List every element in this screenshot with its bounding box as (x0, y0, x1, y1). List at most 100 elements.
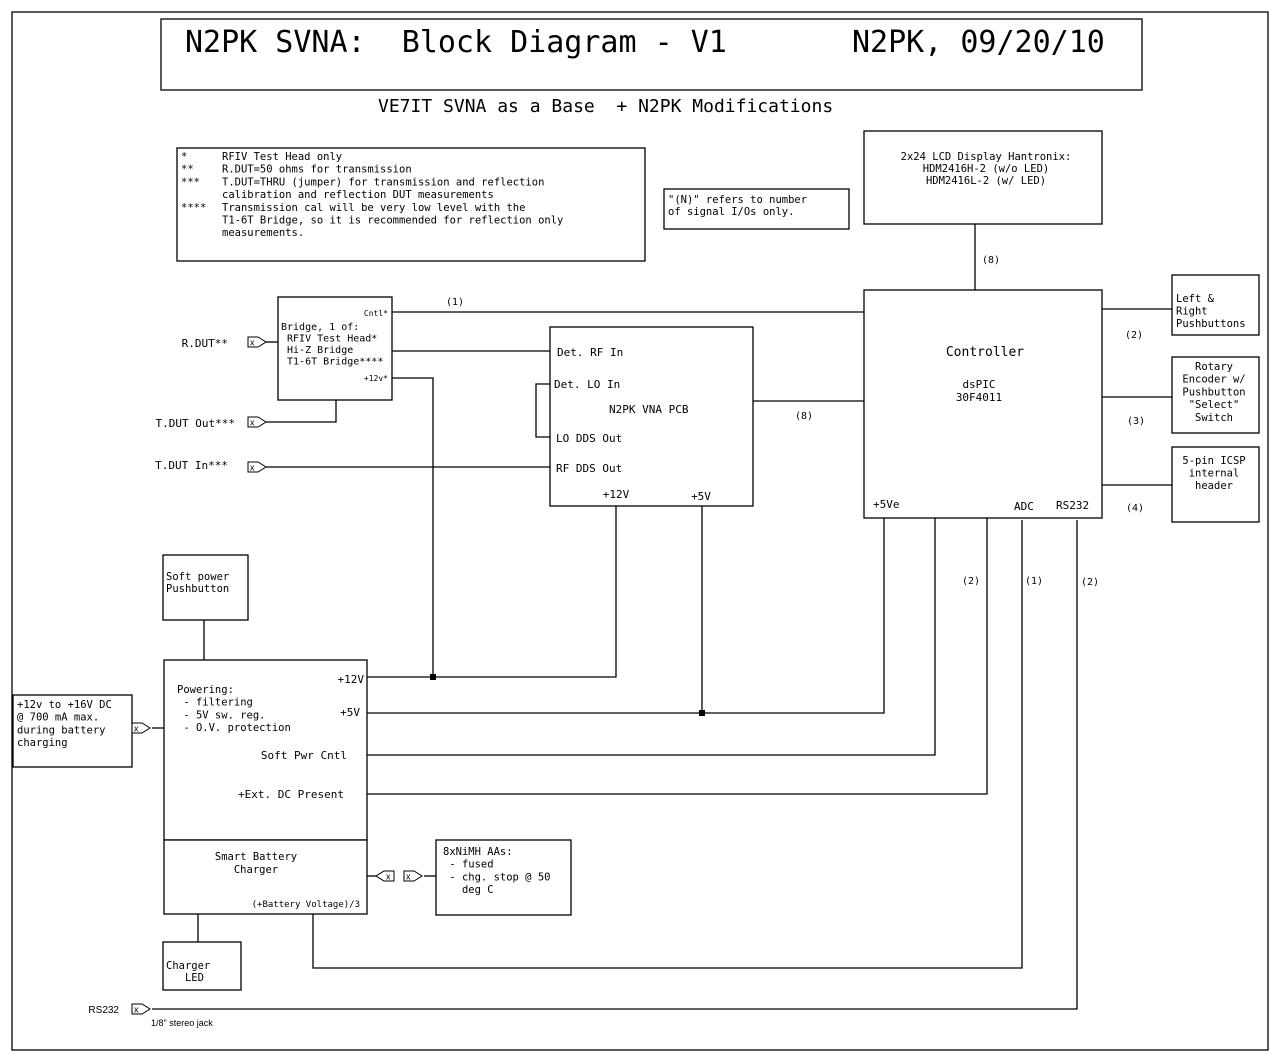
batteries-line: deg C (443, 884, 494, 896)
powering-port-soft-pwr: Soft Pwr Cntl (261, 749, 347, 762)
lcd-display-label: 2x24 LCD Display Hantronix:HDM2416H-2 (w… (901, 151, 1072, 187)
io-note-box (663, 188, 850, 230)
charger-led-line: LED (166, 972, 204, 984)
footnote-text: calibration and reflection DUT measureme… (222, 189, 494, 201)
bridge-port-cntl: Cntl* (364, 309, 388, 318)
connector-r-dut[interactable]: x (247, 336, 267, 348)
soft-power-line: Pushbutton (166, 583, 229, 595)
controller-chip-line-2: 30F4011 (956, 391, 1002, 404)
connector-battery[interactable]: x (403, 870, 423, 882)
count-pushbuttons: (2) (1125, 330, 1143, 341)
wires (152, 224, 1172, 1010)
connector-x-mark: x (250, 463, 255, 473)
encoder-line: Rotary (1195, 361, 1233, 373)
smart-battery-charger-block[interactable] (163, 839, 368, 915)
rotary-encoder-block[interactable] (1171, 356, 1260, 434)
wire-adc (312, 520, 1023, 969)
charger-port-vbat: (+Battery Voltage)/3 (252, 900, 360, 910)
icsp-line: header (1195, 480, 1233, 492)
lcd-line: HDM2416L-2 (w/ LED) (926, 175, 1046, 187)
batteries-block[interactable] (435, 839, 572, 916)
bridge-line: Bridge, 1 of: (281, 322, 359, 333)
icsp-header-block[interactable] (1171, 446, 1260, 523)
footnote-mark: * (181, 151, 187, 163)
footnote-text: T.DUT=THRU (jumper) for transmission and… (222, 176, 544, 188)
bridge-label: Bridge, 1 of: RFIV Test Head* Hi-Z Bridg… (281, 322, 383, 368)
vna-pcb-block[interactable] (549, 326, 754, 507)
lcd-display-block[interactable] (863, 130, 1103, 225)
connector-x-mark: x (134, 724, 139, 734)
pushbuttons-line: Left & (1176, 293, 1215, 305)
wire-5v-rail (367, 518, 885, 714)
dc-input-line: +12v to +16V DC (17, 699, 112, 711)
count-icsp: (4) (1126, 503, 1144, 514)
powering-line: Powering: (177, 684, 234, 696)
dc-input-line: charging (17, 737, 68, 749)
bridge-line: RFIV Test Head* (281, 334, 377, 345)
dc-input-label: +12v to +16V DC@ 700 mA max.during batte… (17, 699, 112, 749)
pushbuttons-line: Pushbuttons (1176, 318, 1246, 330)
soft-power-line: Soft power (166, 571, 229, 583)
powering-line: - O.V. protection (177, 722, 291, 734)
powering-line: - 5V sw. reg. (177, 709, 266, 721)
connector-t-dut-in[interactable]: x (247, 461, 267, 473)
lcd-line: HDM2416H-2 (w/o LED) (923, 163, 1049, 175)
charger-led-label: Charger LED (166, 960, 210, 984)
bridge-line: T1-6T Bridge**** (281, 357, 383, 368)
author-date: N2PK, 09/20/10 (852, 25, 1105, 60)
footnote-text: R.DUT=50 ohms for transmission (222, 164, 412, 176)
connector-x-mark: x (386, 872, 391, 882)
connector-charger-battery[interactable]: x (375, 870, 395, 882)
count-lcd-bus: (8) (982, 255, 1000, 266)
connector-x-mark: x (406, 872, 411, 882)
connector-t-dut-out[interactable]: x (247, 416, 267, 428)
dc-input-line: during battery (17, 724, 106, 736)
wire-lo-loop (535, 383, 550, 438)
controller-block[interactable] (863, 289, 1103, 519)
wire-rs232 (152, 520, 1078, 1010)
io-note-line: of signal I/Os only. (668, 206, 794, 218)
bridge-line: Hi-Z Bridge (281, 345, 353, 356)
footnote-text: Transmission cal will be very low level … (222, 202, 525, 214)
page-frame (11, 11, 1269, 1051)
soft-power-pushbutton-block[interactable] (162, 554, 249, 621)
controller-title: Controller (946, 345, 1024, 360)
pushbuttons-block[interactable] (1171, 274, 1260, 336)
connector-rs232[interactable]: x (131, 1003, 151, 1015)
count-adc: (1) (1025, 576, 1043, 587)
rs232-jack-note: 1/8" stereo jack (151, 1018, 213, 1028)
vna-port-lo-dds-out: LO DDS Out (556, 432, 622, 445)
charger-led-block[interactable] (162, 941, 242, 991)
encoder-line: "Select" (1189, 399, 1240, 411)
footnote-mark: ** (181, 164, 194, 176)
vna-port-det-rf-in: Det. RF In (557, 346, 623, 359)
junction-dot (430, 674, 436, 680)
controller-chip-line-1: dsPIC (962, 378, 995, 391)
bridge-block[interactable] (277, 296, 393, 401)
encoder-line: Encoder w/ (1182, 374, 1245, 386)
count-encoder: (3) (1127, 416, 1145, 427)
connector-dc-input[interactable]: x (131, 722, 151, 734)
footnote-text: RFIV Test Head only (222, 151, 342, 163)
connector-label-t-dut-out: T.DUT Out*** (156, 417, 235, 430)
footnote-mark: *** (181, 176, 200, 188)
encoder-line: Switch (1195, 412, 1233, 424)
batteries-line: - fused (443, 859, 494, 871)
vna-port-det-lo-in: Det. LO In (554, 378, 620, 391)
powering-label: Powering: - filtering - 5V sw. reg. - O.… (177, 684, 291, 734)
powering-block[interactable] (163, 659, 368, 841)
count-vna-bus: (8) (795, 411, 813, 422)
connector-x-mark: x (250, 338, 255, 348)
wire-ext-dc (367, 518, 988, 795)
connectors: x x x x x x x (131, 336, 423, 1015)
bridge-port-12v: +12v* (364, 374, 388, 383)
diagram-subtitle: VE7IT SVNA as a Base + N2PK Modification… (378, 96, 833, 117)
junction-dot (699, 710, 705, 716)
wire-bridge-12v (392, 377, 434, 677)
connector-x-mark: x (250, 418, 255, 428)
